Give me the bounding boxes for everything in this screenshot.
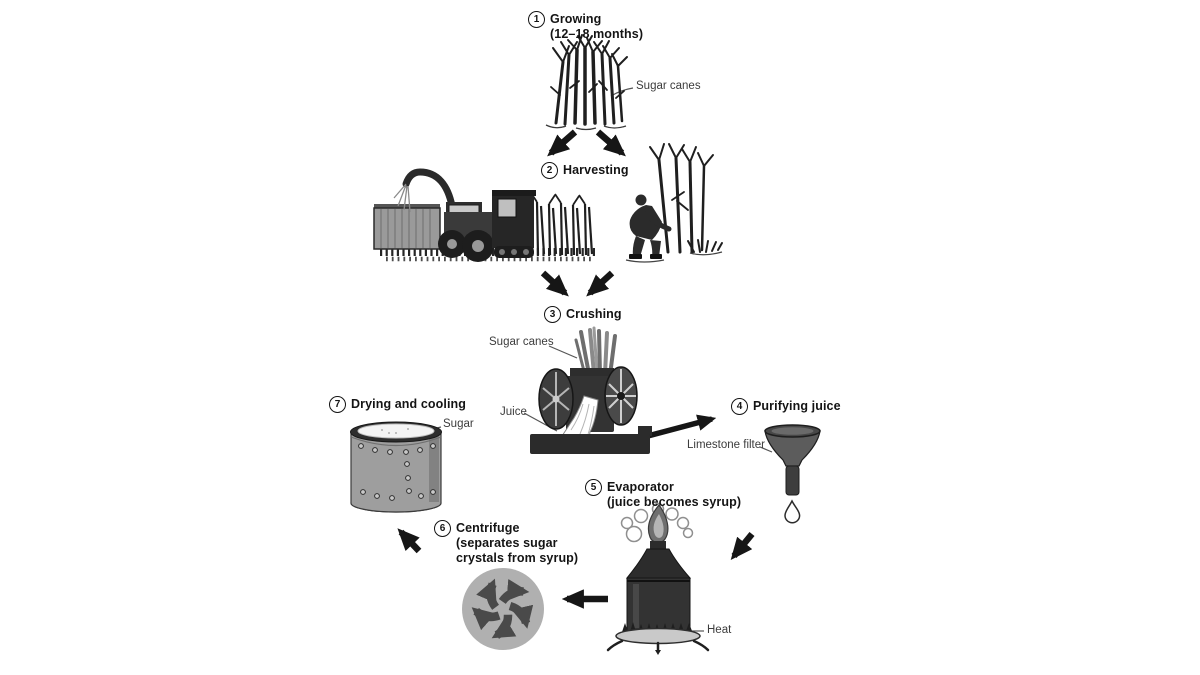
- stage-growing-title: Growing (12–18 months): [550, 12, 643, 42]
- arrow-centrifuge-to-drying: [397, 528, 422, 554]
- stage-purifying-title: Purifying juice: [753, 399, 841, 413]
- stage-crushing-title: Crushing: [566, 307, 622, 321]
- manual-harvester-illustration: [625, 143, 723, 263]
- droplet-icon: [784, 499, 801, 524]
- stage-centrifuge-number: 6: [434, 520, 451, 537]
- stage-centrifuge-title-text: Centrifuge: [456, 521, 520, 535]
- stage-evaporator-number: 5: [585, 479, 602, 496]
- sugar-cane-plants-illustration: [545, 34, 628, 131]
- stage-growing-number: 1: [528, 11, 545, 28]
- stage-drying-number: 7: [329, 396, 346, 413]
- crusher-illustration: [530, 326, 652, 454]
- arrow-harvesting-to-crushing-right: [586, 270, 615, 297]
- stage-crushing-number: 3: [544, 306, 561, 323]
- limestone-filter-illustration: [764, 424, 821, 524]
- growing-ground-lines: [545, 124, 627, 131]
- sugar-label: Sugar: [443, 418, 474, 430]
- stage-growing-label: 1 Growing (12–18 months): [528, 11, 643, 42]
- stage-centrifuge-subtitle-line1: (separates sugar: [456, 535, 558, 550]
- stage-harvesting-label: 2 Harvesting: [541, 162, 629, 179]
- arrow-growing-to-harvesting-left: [547, 129, 578, 157]
- stage-purifying-label: 4 Purifying juice: [731, 398, 841, 415]
- juice-label: Juice: [500, 406, 527, 418]
- stage-crushing-label: 3 Crushing: [544, 306, 622, 323]
- evaporator-illustration: [606, 502, 710, 655]
- stage-harvesting-title: Harvesting: [563, 163, 629, 177]
- stage-evaporator-title-text: Evaporator: [607, 480, 674, 494]
- worker-figure: [629, 194, 672, 259]
- leader-crushing-sugar-canes: [548, 345, 578, 359]
- arrow-harvesting-to-crushing-left: [540, 270, 569, 297]
- mechanical-harvester-illustration: [373, 168, 598, 262]
- stage-drying-title: Drying and cooling: [351, 397, 466, 411]
- arrow-growing-to-harvesting-right: [595, 129, 626, 157]
- drum-rivets: [358, 443, 436, 501]
- stage-purifying-number: 4: [731, 398, 748, 415]
- heat-label: Heat: [707, 624, 732, 636]
- stage-centrifuge-subtitle-line2: crystals from syrup): [456, 550, 579, 565]
- sugar-surface: [357, 423, 435, 439]
- stage-growing-title-text: Growing: [550, 12, 602, 26]
- crushing-sugar-canes-label: Sugar canes: [489, 336, 554, 348]
- stage-centrifuge-label: 6 Centrifuge (separates sugar crystals f…: [434, 520, 578, 565]
- arrow-purifying-to-evaporator: [730, 531, 755, 561]
- grass-tuft: [687, 239, 723, 253]
- stage-harvesting-number: 2: [541, 162, 558, 179]
- growing-sugar-canes-label: Sugar canes: [636, 80, 701, 92]
- stage-evaporator-subtitle: (juice becomes syrup): [607, 494, 742, 509]
- leader-limestone-filter: [759, 446, 773, 453]
- stage-evaporator-label: 5 Evaporator (juice becomes syrup): [585, 479, 741, 510]
- stage-centrifuge-title: Centrifuge (separates sugar crystals fro…: [456, 521, 578, 565]
- stage-drying-label: 7 Drying and cooling: [329, 396, 466, 413]
- funnel-icon: [764, 430, 821, 467]
- drying-drum-illustration: [350, 421, 442, 513]
- limestone-filter-label: Limestone filter: [687, 439, 765, 451]
- stage-growing-subtitle: (12–18 months): [550, 26, 644, 41]
- stage-evaporator-title: Evaporator (juice becomes syrup): [607, 480, 741, 510]
- centrifuge-illustration: [462, 568, 544, 650]
